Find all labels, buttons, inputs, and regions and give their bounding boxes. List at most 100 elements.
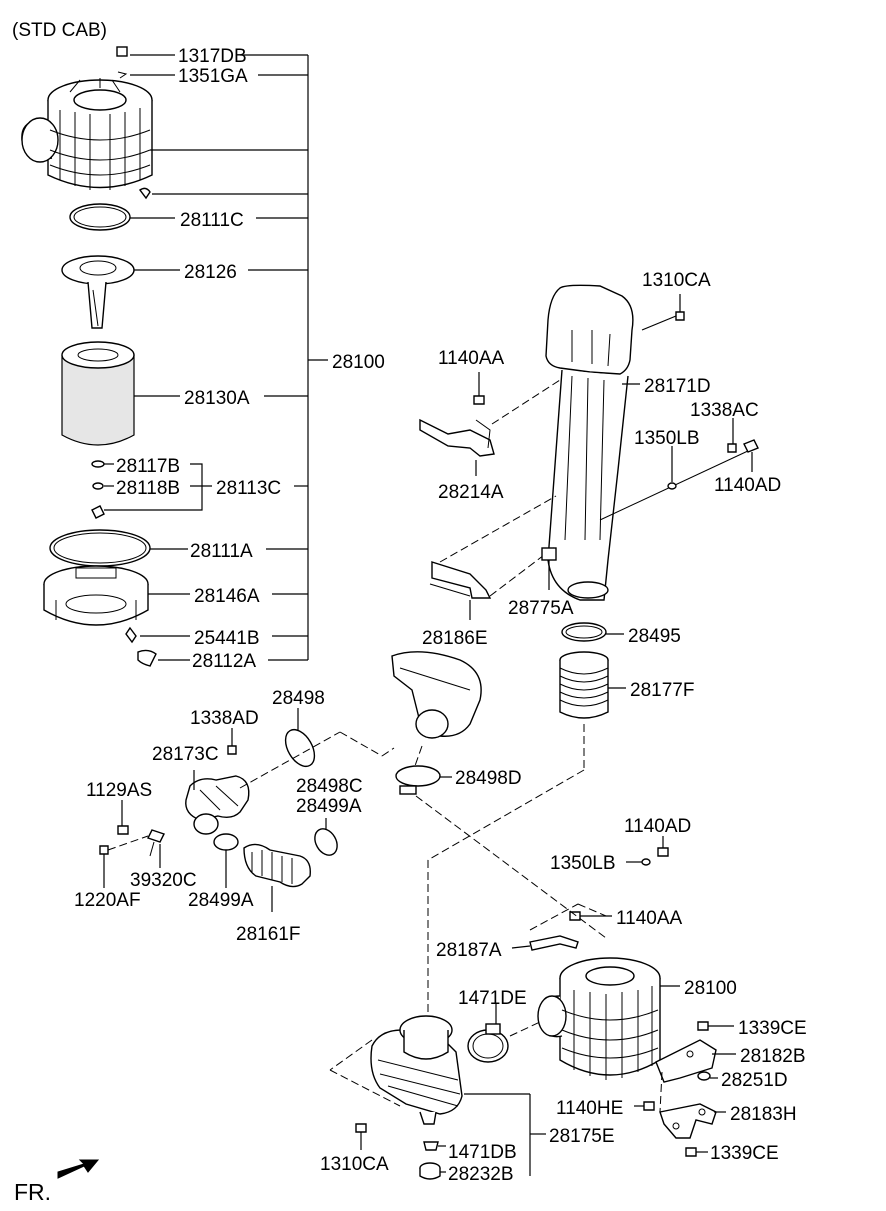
label-1338ac: 1338AC xyxy=(690,400,759,421)
label-28100-assembly: 28100 xyxy=(332,352,385,373)
clip-28775a xyxy=(541,547,557,561)
bolt-1140aa-lower xyxy=(569,911,581,921)
air-cleaner-lower-28100 xyxy=(537,957,661,1080)
label-1350lb-upper: 1350LB xyxy=(634,428,700,449)
label-1140aa-upper: 1140AA xyxy=(438,348,505,369)
label-28498d: 28498D xyxy=(455,768,522,789)
label-28173c: 28173C xyxy=(152,744,219,765)
nut-1338ad xyxy=(227,745,237,755)
hose-28177f xyxy=(559,651,609,719)
label-28214a: 28214A xyxy=(438,482,504,503)
label-1317db: 1317DB xyxy=(178,46,247,67)
clamp-1471de xyxy=(467,1023,509,1063)
label-1140aa-lower: 1140AA xyxy=(616,908,683,929)
label-28499a-lower: 28499A xyxy=(188,890,254,911)
grommet-28251d xyxy=(697,1071,711,1081)
elbow-duct xyxy=(391,651,482,739)
label-28161f: 28161F xyxy=(236,924,300,945)
label-28177f: 28177F xyxy=(630,680,694,701)
nut-1339ce-upper xyxy=(697,1021,709,1031)
resonator-28173c xyxy=(185,775,250,835)
clamp-28499a-upper xyxy=(314,828,338,856)
label-28499a-upper: 28499A xyxy=(296,796,362,817)
cap-28232b xyxy=(419,1162,441,1180)
nut-1317db xyxy=(116,46,128,57)
label-28182b: 28182B xyxy=(740,1046,806,1067)
bolt-1129as xyxy=(117,825,129,835)
front-direction-label: FR. xyxy=(14,1179,51,1205)
label-28187a: 28187A xyxy=(436,940,502,961)
label-1310ca-lower: 1310CA xyxy=(320,1154,389,1175)
label-28186e: 28186E xyxy=(422,628,488,649)
nut-1338ac xyxy=(727,443,737,453)
label-28183h: 28183H xyxy=(730,1104,797,1125)
bracket-28186e xyxy=(429,561,492,599)
plate-28126 xyxy=(61,255,135,329)
bolt-1140ad-lower xyxy=(657,847,669,857)
label-28495: 28495 xyxy=(628,626,681,647)
clamp-28499a-lower xyxy=(213,833,239,851)
label-1350lb-lower: 1350LB xyxy=(550,853,616,874)
label-28113c: 28113C xyxy=(216,478,281,499)
label-28775a: 28775A xyxy=(508,598,574,619)
label-28175e: 28175E xyxy=(549,1126,615,1147)
label-28146a: 28146A xyxy=(194,586,260,607)
cap-28112a xyxy=(137,649,157,667)
hose-28161f xyxy=(243,843,311,888)
label-1310ca-upper: 1310CA xyxy=(642,270,711,291)
bolt-1220af xyxy=(99,845,109,855)
sensor-39320c xyxy=(147,829,165,857)
clamp-28498 xyxy=(284,728,316,768)
label-28130a: 28130A xyxy=(184,388,250,409)
front-arrow-icon xyxy=(57,1159,100,1179)
label-1339ce-lower: 1339CE xyxy=(710,1143,779,1164)
filter-element-28130a xyxy=(61,341,135,446)
bracket-28187a xyxy=(529,935,579,951)
washer-28117b xyxy=(91,460,105,468)
clip-1351ga xyxy=(117,71,128,79)
bolt-1140ad-upper xyxy=(743,439,759,453)
label-1140ad-upper: 1140AD xyxy=(714,475,781,496)
nut-1350lb-lower xyxy=(641,858,651,866)
label-1140he: 1140HE xyxy=(556,1098,623,1119)
clamp-28498d xyxy=(395,765,441,795)
label-28251d: 28251D xyxy=(721,1070,788,1091)
seal-ring-28111a xyxy=(49,529,151,567)
nut-1339ce-lower xyxy=(685,1147,697,1157)
rod-1350lb xyxy=(599,449,751,521)
label-1140ad-lower: 1140AD xyxy=(624,816,691,837)
bracket-28214a xyxy=(419,418,495,457)
label-28171d: 28171D xyxy=(644,376,711,397)
label-28100-lower: 28100 xyxy=(684,978,737,999)
nut-28118b xyxy=(92,482,104,490)
variant-label: (STD CAB) xyxy=(12,20,107,41)
label-1471de: 1471DE xyxy=(458,988,527,1009)
gasket-ring-28111c xyxy=(69,203,131,231)
label-28111c: 28111C xyxy=(180,210,244,231)
label-1339ce-upper: 1339CE xyxy=(738,1018,807,1039)
label-25441b: 25441B xyxy=(194,628,260,649)
bolt-1310ca-upper xyxy=(675,311,685,321)
label-28126: 28126 xyxy=(184,262,237,283)
label-1338ad: 1338AD xyxy=(190,708,259,729)
bracket-28182b xyxy=(655,1039,717,1083)
label-1220af: 1220AF xyxy=(74,890,141,911)
clamp-28495 xyxy=(561,622,607,642)
valve-25441b xyxy=(125,626,137,644)
clip-1471db xyxy=(423,1141,439,1151)
bolt-part xyxy=(91,505,105,519)
lower-housing-28146a xyxy=(43,565,149,626)
bolt-1310ca-lower xyxy=(355,1123,367,1133)
label-28498c: 28498C xyxy=(296,776,363,797)
clip-side xyxy=(138,187,151,200)
label-39320c: 39320C xyxy=(130,870,197,891)
bracket-28113c xyxy=(104,463,308,511)
label-28498: 28498 xyxy=(272,688,325,709)
intake-duct-28171d xyxy=(545,284,634,601)
bolt-1140aa-upper xyxy=(473,395,485,405)
label-1129as: 1129AS xyxy=(86,780,152,801)
label-28118b: 28118B xyxy=(116,478,180,499)
duct-28175e xyxy=(370,1015,463,1125)
bolt-1140he xyxy=(643,1101,655,1111)
